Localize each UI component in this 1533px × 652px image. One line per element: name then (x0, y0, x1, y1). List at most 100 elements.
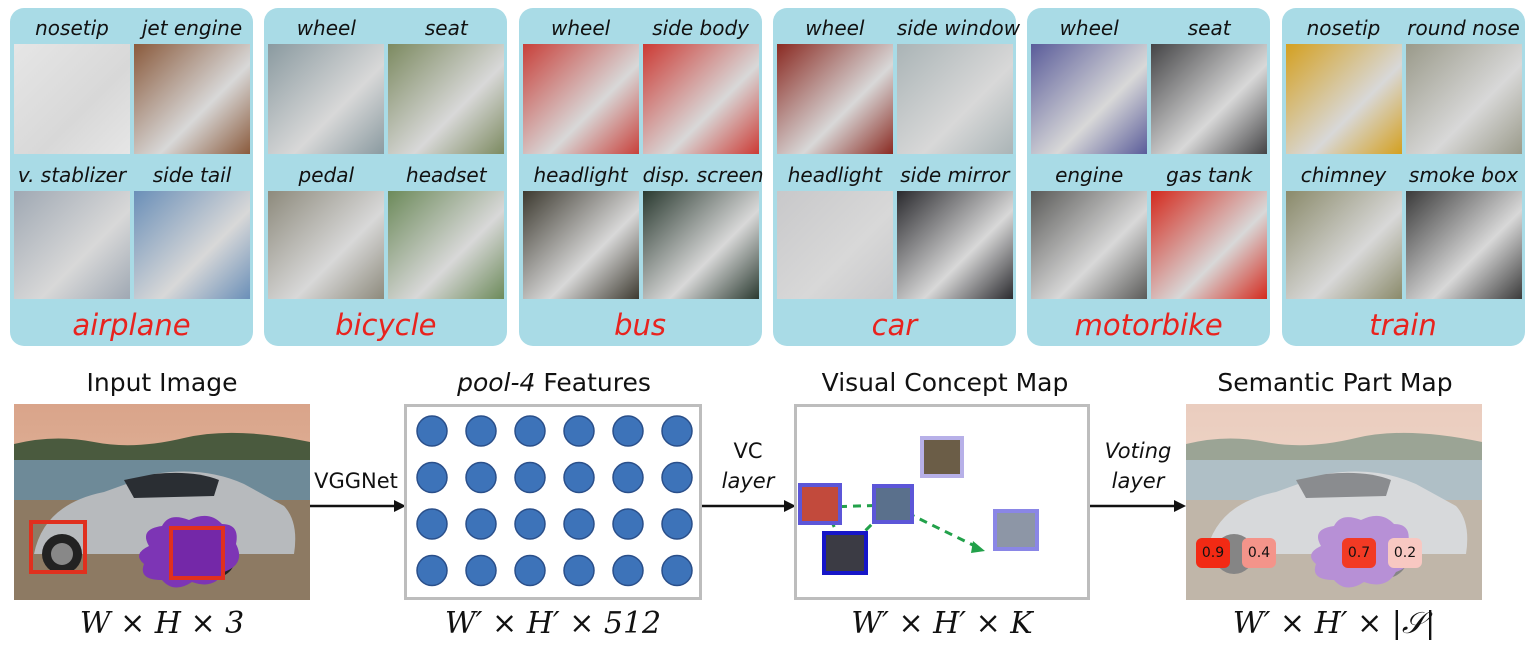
part-patch: pedal (268, 161, 385, 299)
part-patch: wheel (522, 14, 639, 154)
category-panel-motorbike: wheel seat engine gas tank motorbike (1027, 8, 1271, 346)
vc-dims: W′ × H′ × K (851, 606, 1033, 641)
part-label: seat (424, 16, 468, 40)
pool4-label: pool-4 (457, 368, 536, 397)
part-image (1405, 191, 1522, 299)
arrow-voting-layer (1090, 500, 1186, 512)
category-label: train (1369, 308, 1437, 342)
sp-dims: W′ × H′ × |𝒮| (1232, 606, 1436, 641)
part-image (1405, 44, 1522, 154)
semantic-part-map: 0.9 0.4 0.7 0.2 (1186, 404, 1482, 600)
part-label: seat (1187, 16, 1231, 40)
part-label: headset (406, 163, 487, 187)
category-label: motorbike (1074, 308, 1223, 342)
input-car-photo (14, 404, 310, 600)
feature-circle (416, 508, 448, 540)
part-label: jet engine (141, 16, 243, 40)
feature-circle (416, 554, 448, 587)
part-image (896, 44, 1013, 154)
part-image (1031, 191, 1148, 299)
part-image (1151, 191, 1268, 299)
feature-circle (514, 415, 546, 447)
part-image (14, 191, 130, 299)
feature-circle (465, 554, 497, 587)
category-panel-car: wheel side window headlight side mirror car (772, 8, 1021, 346)
part-image (776, 44, 893, 154)
category-panel-airplane: nosetip jet engine v. stablizer side tail ai… (10, 8, 253, 346)
part-patch: engine (1031, 161, 1148, 299)
part-patch: side body (642, 14, 759, 154)
visual-concept-map-title: Visual Concept Map (821, 368, 1069, 397)
arrow-vc-layer (702, 500, 796, 512)
feature-circle (563, 461, 595, 494)
category-label: bus (614, 308, 667, 342)
features-dims: W′ × H′ × 512 (444, 606, 662, 641)
part-patch: nosetip (1285, 14, 1402, 154)
input-image (14, 404, 310, 600)
part-label: gas tank (1166, 163, 1253, 187)
feature-circle (563, 415, 595, 447)
part-image (388, 191, 505, 299)
part-label: side mirror (900, 163, 1010, 187)
feature-circle (563, 554, 595, 587)
part-image (896, 191, 1013, 299)
score-headlight: 0.4 (1242, 538, 1276, 568)
part-label: nosetip (1306, 16, 1381, 40)
part-label: wheel (805, 16, 865, 40)
part-image (642, 191, 759, 299)
feature-circle (416, 415, 448, 447)
part-image (1285, 191, 1402, 299)
part-label: round nose (1407, 16, 1520, 40)
part-label: side body (652, 16, 749, 40)
part-label: disp. screen (642, 163, 764, 187)
pool4-feature-grid (404, 404, 702, 600)
part-patch: wheel (776, 14, 893, 154)
part-image (388, 44, 505, 154)
vc-layer-label: VC layer (700, 436, 796, 496)
part-image (1151, 44, 1268, 154)
part-label: pedal (298, 163, 355, 187)
part-label: smoke box (1408, 163, 1519, 187)
part-label: headlight (533, 163, 628, 187)
feature-circle (465, 508, 497, 540)
part-patch: side tail (134, 161, 250, 299)
part-patch: chimney (1285, 161, 1402, 299)
semantic-part-photo (1186, 404, 1482, 600)
part-label: v. stablizer (17, 163, 127, 187)
part-label: wheel (550, 16, 611, 40)
pool4-features-title: pool-4 Features (406, 368, 702, 397)
feature-circle (661, 508, 693, 540)
part-patch: round nose (1405, 14, 1522, 154)
part-image (642, 44, 759, 154)
part-patch: v. stablizer (14, 161, 130, 299)
part-patch: side window (896, 14, 1021, 154)
part-label: wheel (1059, 16, 1119, 40)
category-label: airplane (72, 308, 191, 342)
feature-circles (416, 415, 693, 587)
feature-circle (612, 508, 644, 540)
feature-circle (563, 508, 595, 540)
part-patch: wheel (1031, 14, 1148, 154)
vggnet-label: VGGNet (314, 469, 398, 493)
part-label: engine (1055, 163, 1124, 187)
category-label: car (871, 308, 918, 342)
input-image-title: Input Image (86, 368, 238, 397)
part-patch: jet engine (134, 14, 250, 154)
part-image (776, 191, 893, 299)
part-label: nosetip (35, 16, 109, 40)
part-image (522, 44, 639, 154)
feature-circle (514, 508, 546, 540)
feature-circle (465, 461, 497, 494)
part-patch: headlight (776, 161, 893, 299)
part-patch: headset (388, 161, 505, 299)
feature-circle (612, 415, 644, 447)
category-panel-bus: wheel side body headlight disp. screen bus (518, 8, 764, 346)
part-patch: seat (1151, 14, 1268, 154)
score-side-window: 0.2 (1388, 538, 1422, 568)
part-image (268, 191, 385, 299)
voting-label-line2: layer (1111, 469, 1165, 493)
part-image (268, 44, 385, 154)
part-image (134, 44, 250, 154)
part-label: side window (896, 16, 1021, 40)
feature-circle (465, 415, 497, 447)
